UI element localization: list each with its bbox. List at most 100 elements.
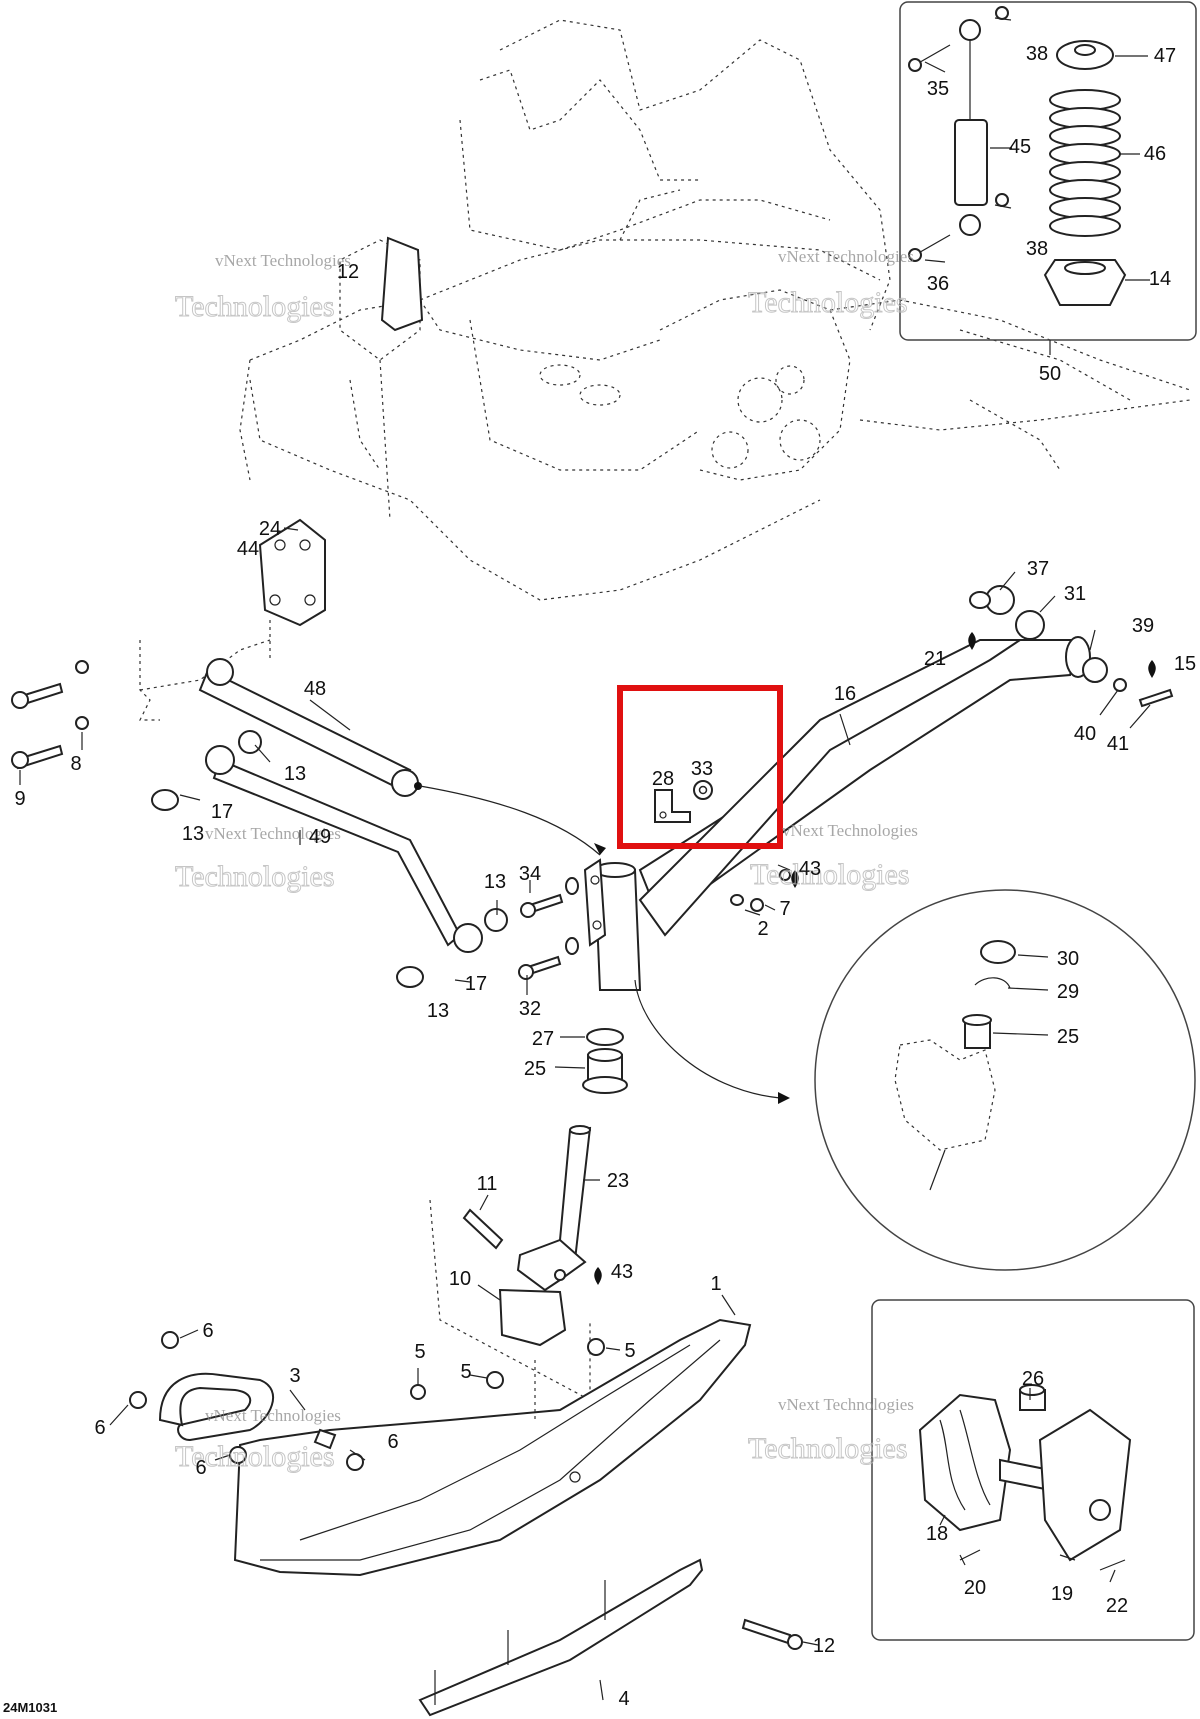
callout-c43b: 43 [611,1261,633,1283]
watermark-outline: Technologies [748,286,908,319]
callout-c30: 30 [1057,948,1079,970]
callout-c15: 15 [1174,653,1196,675]
callout-c50: 50 [1039,363,1061,385]
ring-27 [586,1028,624,1046]
callout-c2: 2 [757,918,768,940]
callout-c45: 45 [1009,136,1031,158]
pin-11 [462,1208,504,1250]
callout-c5b: 5 [460,1361,471,1383]
grease-drop-43a [791,870,799,888]
callout-c13d: 13 [427,1000,449,1022]
callout-c12a: 12 [337,261,359,283]
callout-c12b: 12 [813,1635,835,1657]
callout-c13c: 13 [484,871,506,893]
callout-c25b: 25 [524,1058,546,1080]
watermark-text: vNext Technologies [205,1406,341,1425]
left-bolts [11,660,89,770]
callout-c33: 33 [691,758,713,780]
callout-c40: 40 [1074,723,1096,745]
nut-5c [587,1338,605,1356]
highlight-box [617,685,783,849]
callout-c31: 31 [1064,583,1086,605]
watermark-text: vNext Technologies [778,1395,914,1414]
coil-spring [1049,89,1121,237]
callout-c5c: 5 [624,1340,635,1362]
chassis-frame [239,19,1191,601]
watermark-outline: Technologies [175,1440,335,1473]
callout-c8: 8 [70,753,81,775]
callout-c49: 49 [309,826,331,848]
block-10 [498,1288,567,1347]
callout-c27: 27 [532,1028,554,1050]
shock-inset [899,1,1197,341]
callout-c37: 37 [1027,558,1049,580]
grease-drop-15 [1148,660,1156,678]
callout-c25a: 25 [1057,1026,1079,1048]
callout-c32: 32 [519,998,541,1020]
callout-c13b: 13 [182,823,204,845]
callout-c16: 16 [834,683,856,705]
trailing-arm-16 [638,585,1174,937]
callout-c17b: 17 [465,973,487,995]
callout-c6a: 6 [202,1320,213,1342]
watermark-outline: Technologies [748,1432,908,1465]
callout-c43a: 43 [799,858,821,880]
callout-c23: 23 [607,1170,629,1192]
callout-c21: 21 [924,648,946,670]
lower-link-49 [151,730,508,988]
callout-c26: 26 [1022,1368,1044,1390]
callout-c36: 36 [927,273,949,295]
ski-1 [233,1318,752,1577]
callout-c9: 9 [14,788,25,810]
callout-c5a: 5 [414,1341,425,1363]
callout-c29: 29 [1057,981,1079,1003]
watermark-outline: Technologies [175,290,335,323]
callout-c7: 7 [779,898,790,920]
leader-lines [19,17,1151,1701]
mount-plate [380,236,424,332]
watermark-outline: Technologies [750,858,910,891]
watermark-outline: Technologies [175,860,335,893]
callout-c34: 34 [519,863,541,885]
callout-c39: 39 [1132,615,1154,637]
callout-c44: 44 [237,538,259,560]
grease-drop-21 [968,632,976,650]
figure-code: 24M1031 [3,1700,57,1715]
spindle-23 [516,1125,592,1292]
callout-c13a: 13 [284,763,306,785]
handle-3 [129,1331,364,1471]
upper-link-48 [198,658,422,797]
callout-c22: 22 [1106,1595,1128,1617]
callout-c19: 19 [1051,1583,1073,1605]
bolt-12 [741,1618,792,1645]
grease-drop-43b [594,1267,602,1285]
watermark-text: vNext Technologies [782,821,918,840]
callout-c18: 18 [926,1523,948,1545]
watermark-text: vNext Technologies [205,824,341,843]
callout-c10: 10 [449,1268,471,1290]
bushing-25 [582,1048,628,1094]
callout-c41: 41 [1107,733,1129,755]
callout-c17a: 17 [211,801,233,823]
callout-c24: 24 [259,518,281,540]
callout-c14: 14 [1149,268,1171,290]
callout-c38b: 38 [1026,238,1048,260]
spindle-housing [583,858,642,991]
callout-c20: 20 [964,1577,986,1599]
bumper-inset [871,1299,1195,1641]
detail-circle [814,889,1196,1271]
callout-c1: 1 [710,1273,721,1295]
bracket-24 [258,518,326,627]
callout-c38a: 38 [1026,43,1048,65]
callout-c48: 48 [304,678,326,700]
callout-c35: 35 [927,78,949,100]
callout-c47: 47 [1154,45,1176,67]
housing-bolts [518,869,791,980]
callout-c6d: 6 [195,1457,206,1479]
watermark-text: vNext Technologies [215,251,351,270]
callout-c28: 28 [652,768,674,790]
runner-4 [418,1558,704,1717]
